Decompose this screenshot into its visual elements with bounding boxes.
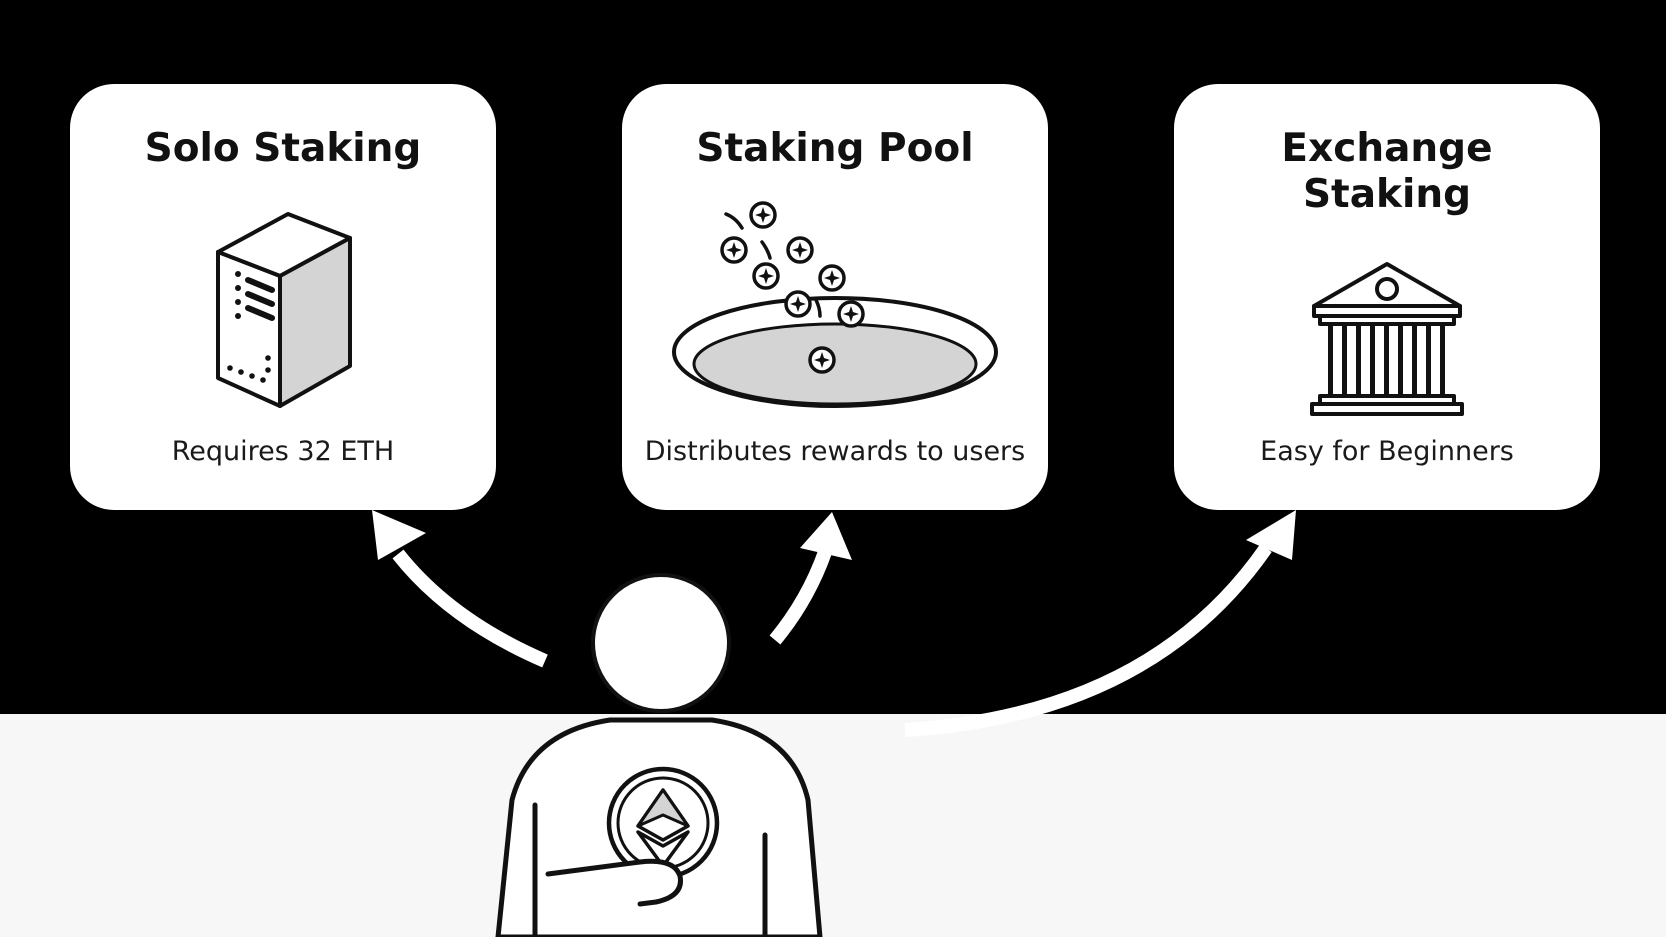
- card-exchange-staking: Exchange Staking Easy f: [1174, 84, 1600, 510]
- floor-band: [0, 714, 1666, 937]
- arrow-to-pool: [769, 512, 852, 645]
- arrow-to-exchange: [904, 510, 1296, 737]
- ethereum-coin-icon: [606, 766, 720, 880]
- card-caption: Easy for Beginners: [1260, 436, 1514, 467]
- card-caption: Distributes rewards to users: [644, 436, 1026, 467]
- card-title: Staking Pool: [696, 126, 974, 171]
- card-staking-pool: Staking Pool Distributes rewards to user…: [622, 84, 1048, 510]
- arrow-to-solo: [372, 510, 548, 668]
- card-title: Exchange Staking: [1281, 126, 1493, 217]
- card-caption: Requires 32 ETH: [171, 436, 395, 467]
- card-solo-staking: Solo Staking Requires 32 ET: [70, 84, 496, 510]
- server-icon: [216, 212, 352, 408]
- card-title: Solo Staking: [144, 126, 422, 171]
- bank-building-icon: [1310, 262, 1464, 416]
- coin-pool-icon: [672, 201, 998, 408]
- person-hand: [545, 858, 683, 907]
